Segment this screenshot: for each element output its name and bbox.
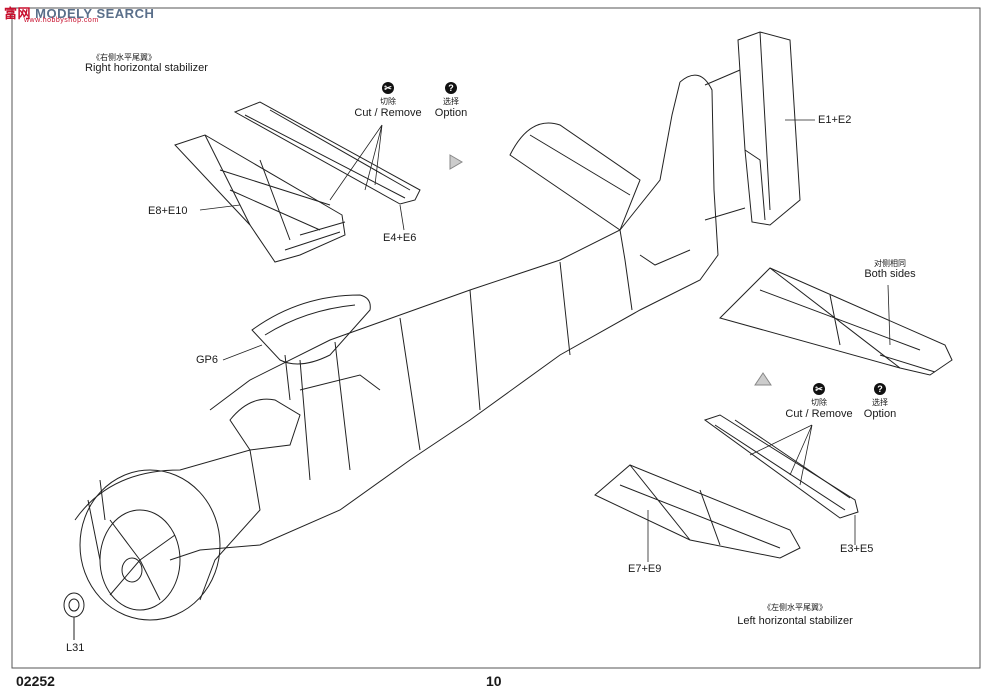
right-stab-en: Right horizontal stabilizer: [85, 62, 208, 74]
direction-arrow-up: [754, 372, 772, 386]
part-label-l31: L31: [66, 642, 85, 654]
cut-leader-lines: [329, 124, 383, 201]
part-l31: [63, 592, 85, 640]
page-number: 10: [486, 673, 502, 689]
engine-cowling: [74, 449, 261, 621]
fin-e1-e2: [704, 31, 801, 226]
opt-bottom-en: Option: [863, 408, 897, 420]
watermark-char-2: 网: [17, 6, 32, 21]
watermark-url: www.hobbyshop.com: [24, 17, 99, 24]
watermark-char: 富: [4, 6, 18, 21]
both-sides-cn: 对侧相同: [874, 259, 906, 268]
stabilizer-e7-e9: [594, 464, 801, 559]
fuselage: [169, 74, 719, 561]
part-label-e1-e2: E1+E2: [818, 114, 852, 126]
cut-bottom-en: Cut / Remove: [785, 408, 853, 420]
part-label-e7-e9: E7+E9: [628, 563, 662, 575]
left-stab-cn: 《左侧水平尾翼》: [763, 603, 827, 612]
stabilizer-both-sides: [719, 267, 953, 376]
option-icon: ?: [445, 82, 457, 94]
stabilizer-e3-e5: [703, 414, 859, 519]
watermark: 富网 MODELY SEARCH www.hobbyshop.com: [4, 3, 155, 24]
right-stab-cn: 《右侧水平尾翼》: [92, 53, 156, 62]
stabilizer-e8-e10: [174, 134, 346, 263]
cut-top-en: Cut / Remove: [354, 107, 422, 119]
cockpit: [229, 374, 381, 451]
part-label-e3-e5: E3+E5: [840, 543, 874, 555]
page-border: [11, 7, 981, 669]
both-sides-en: Both sides: [864, 268, 916, 280]
cut-top-cn: 切除: [380, 97, 396, 106]
part-leaders: [199, 119, 891, 562]
cut-icon-bottom: ✂: [813, 383, 825, 395]
cut-icon: ✂: [382, 82, 394, 94]
cut-bottom-cn: 切除: [811, 398, 827, 407]
stabilizer-e4-e6: [233, 101, 421, 205]
direction-arrow-right: [449, 154, 463, 170]
watermark-brand: MODELY SEARCH: [35, 6, 155, 21]
option-icon-bottom: ?: [874, 383, 886, 395]
left-stab-en: Left horizontal stabilizer: [737, 615, 853, 627]
opt-top-cn: 选择: [443, 97, 459, 106]
part-label-e8-e10: E8+E10: [148, 205, 188, 217]
kit-number: 02252: [16, 673, 55, 689]
part-label-e4-e6: E4+E6: [383, 232, 417, 244]
opt-bottom-cn: 选择: [872, 398, 888, 407]
canopy-gp6: [251, 294, 371, 401]
cut-leader-lines-bottom: [749, 424, 813, 486]
part-label-gp6: GP6: [196, 354, 219, 366]
opt-top-en: Option: [434, 107, 468, 119]
